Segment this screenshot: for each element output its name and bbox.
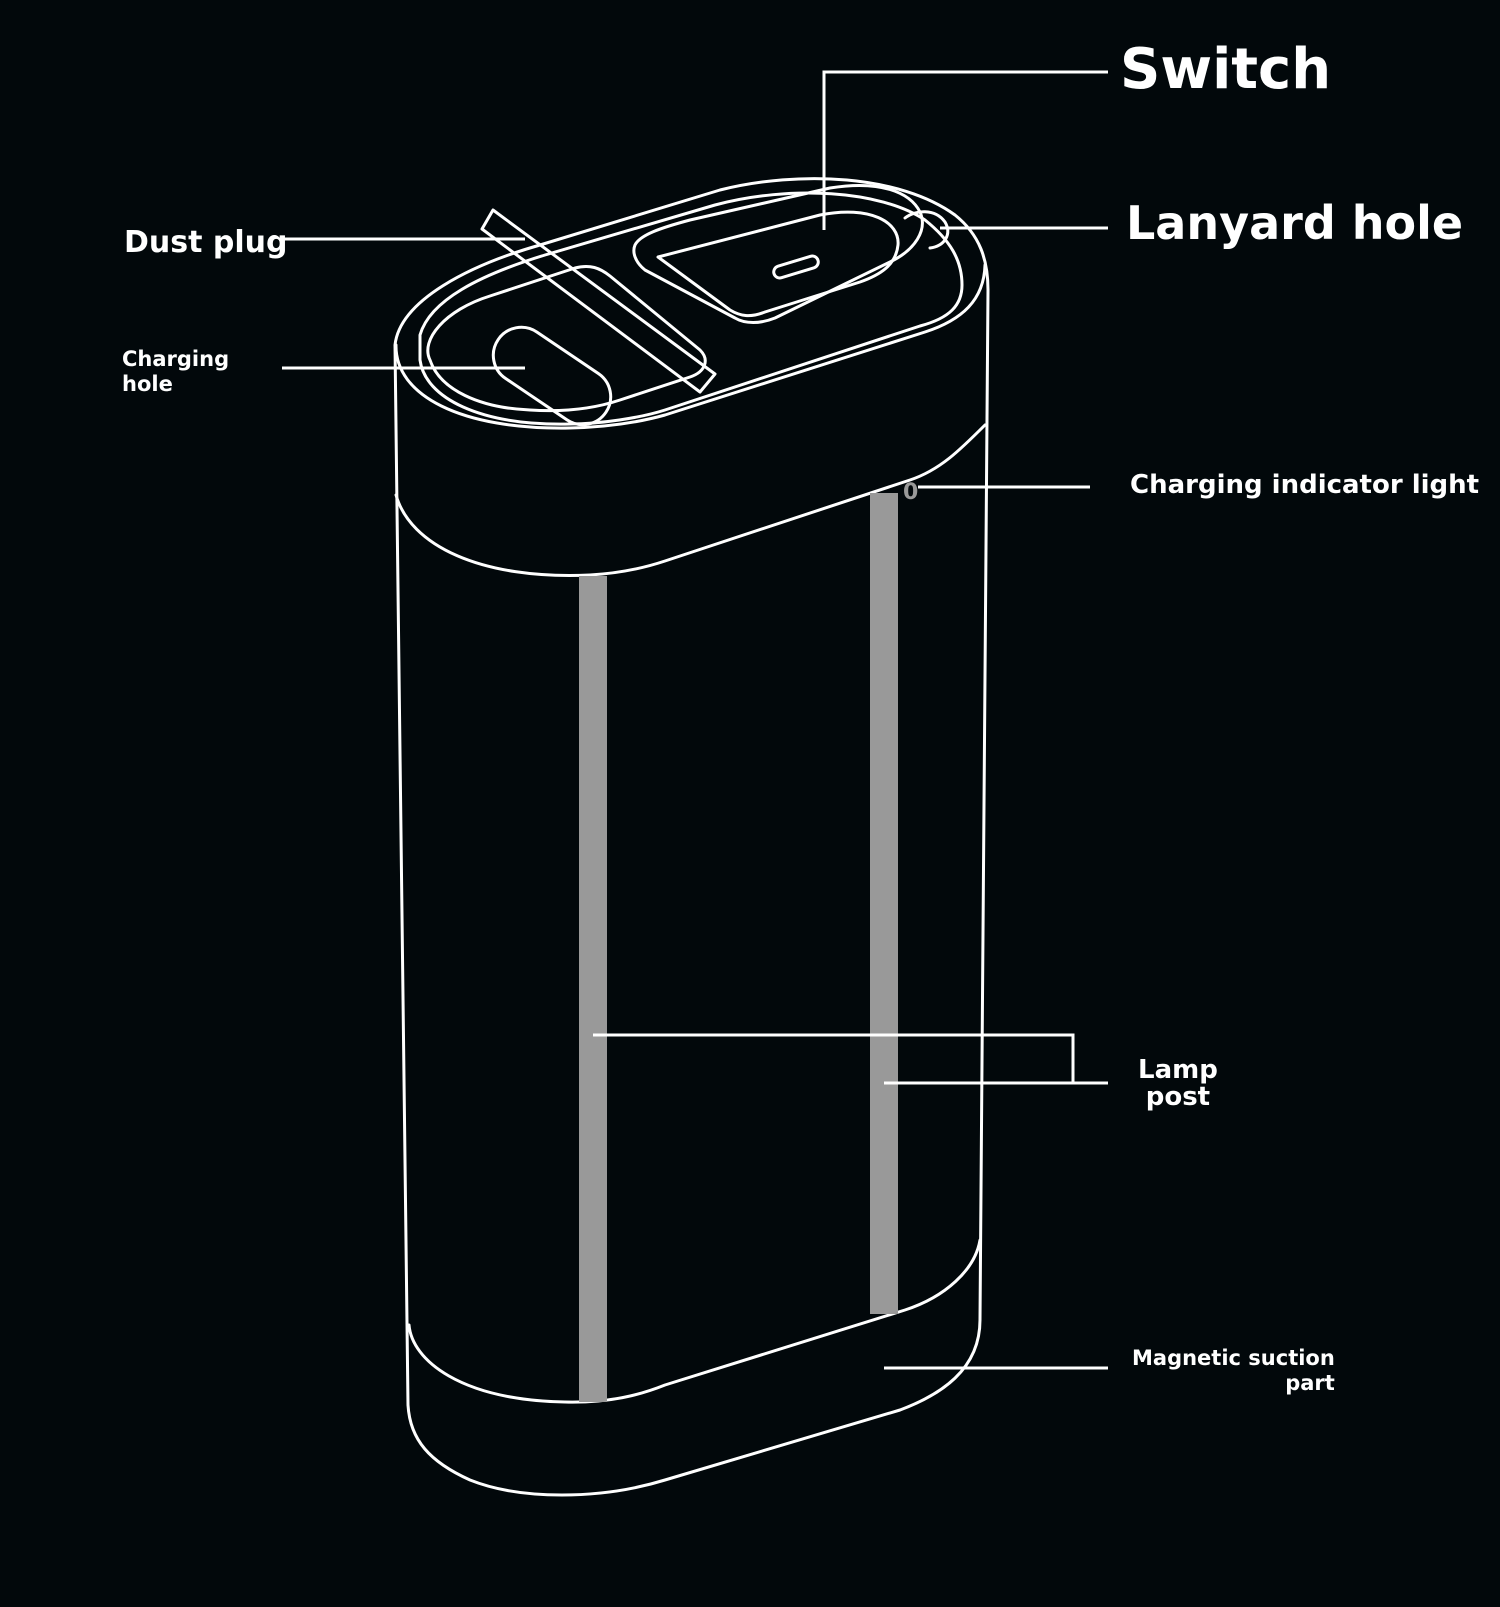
label-magnetic-suction-part: Magnetic suction part <box>1132 1346 1335 1396</box>
switch-slot <box>772 254 820 280</box>
label-charging-hole-line1: Charging <box>122 347 230 371</box>
top-cap-edge <box>394 423 987 577</box>
top-components <box>426 184 950 427</box>
switch-recess <box>632 184 924 324</box>
label-lamp-post: Lamp post <box>1138 1057 1218 1111</box>
lanyard-loop <box>903 210 950 250</box>
indicator-light-mark: 0 <box>903 480 918 505</box>
switch-button <box>656 210 900 318</box>
label-magnetic-line2: part <box>1285 1371 1335 1395</box>
charging-port <box>491 325 613 427</box>
dust-plug-tab <box>480 208 717 394</box>
lamp-strip-left <box>579 576 607 1402</box>
bottom-cap-edge <box>407 1238 982 1404</box>
label-lamp-post-line1: Lamp <box>1138 1055 1218 1085</box>
label-charging-hole-line2: hole <box>122 372 173 396</box>
label-charging-hole: Charging hole <box>122 347 229 397</box>
leader-lamp-left <box>593 1033 1075 1083</box>
label-magnetic-line1: Magnetic suction <box>1132 1346 1335 1370</box>
lamp-strip-right <box>870 493 898 1314</box>
label-lanyard-hole: Lanyard hole <box>1126 196 1464 250</box>
charging-recess <box>426 264 707 413</box>
top-inner-rim <box>418 191 964 426</box>
body-outline <box>393 177 990 1497</box>
device-body <box>393 177 990 1497</box>
label-charging-indicator-light: Charging indicator light <box>1130 470 1480 500</box>
leader-lines <box>282 70 1108 1370</box>
label-switch: Switch <box>1120 37 1332 102</box>
label-dust-plug: Dust plug <box>124 225 288 260</box>
label-lamp-post-line2: post <box>1145 1082 1211 1112</box>
top-face-outline <box>394 263 987 430</box>
leader-switch <box>822 70 1108 230</box>
